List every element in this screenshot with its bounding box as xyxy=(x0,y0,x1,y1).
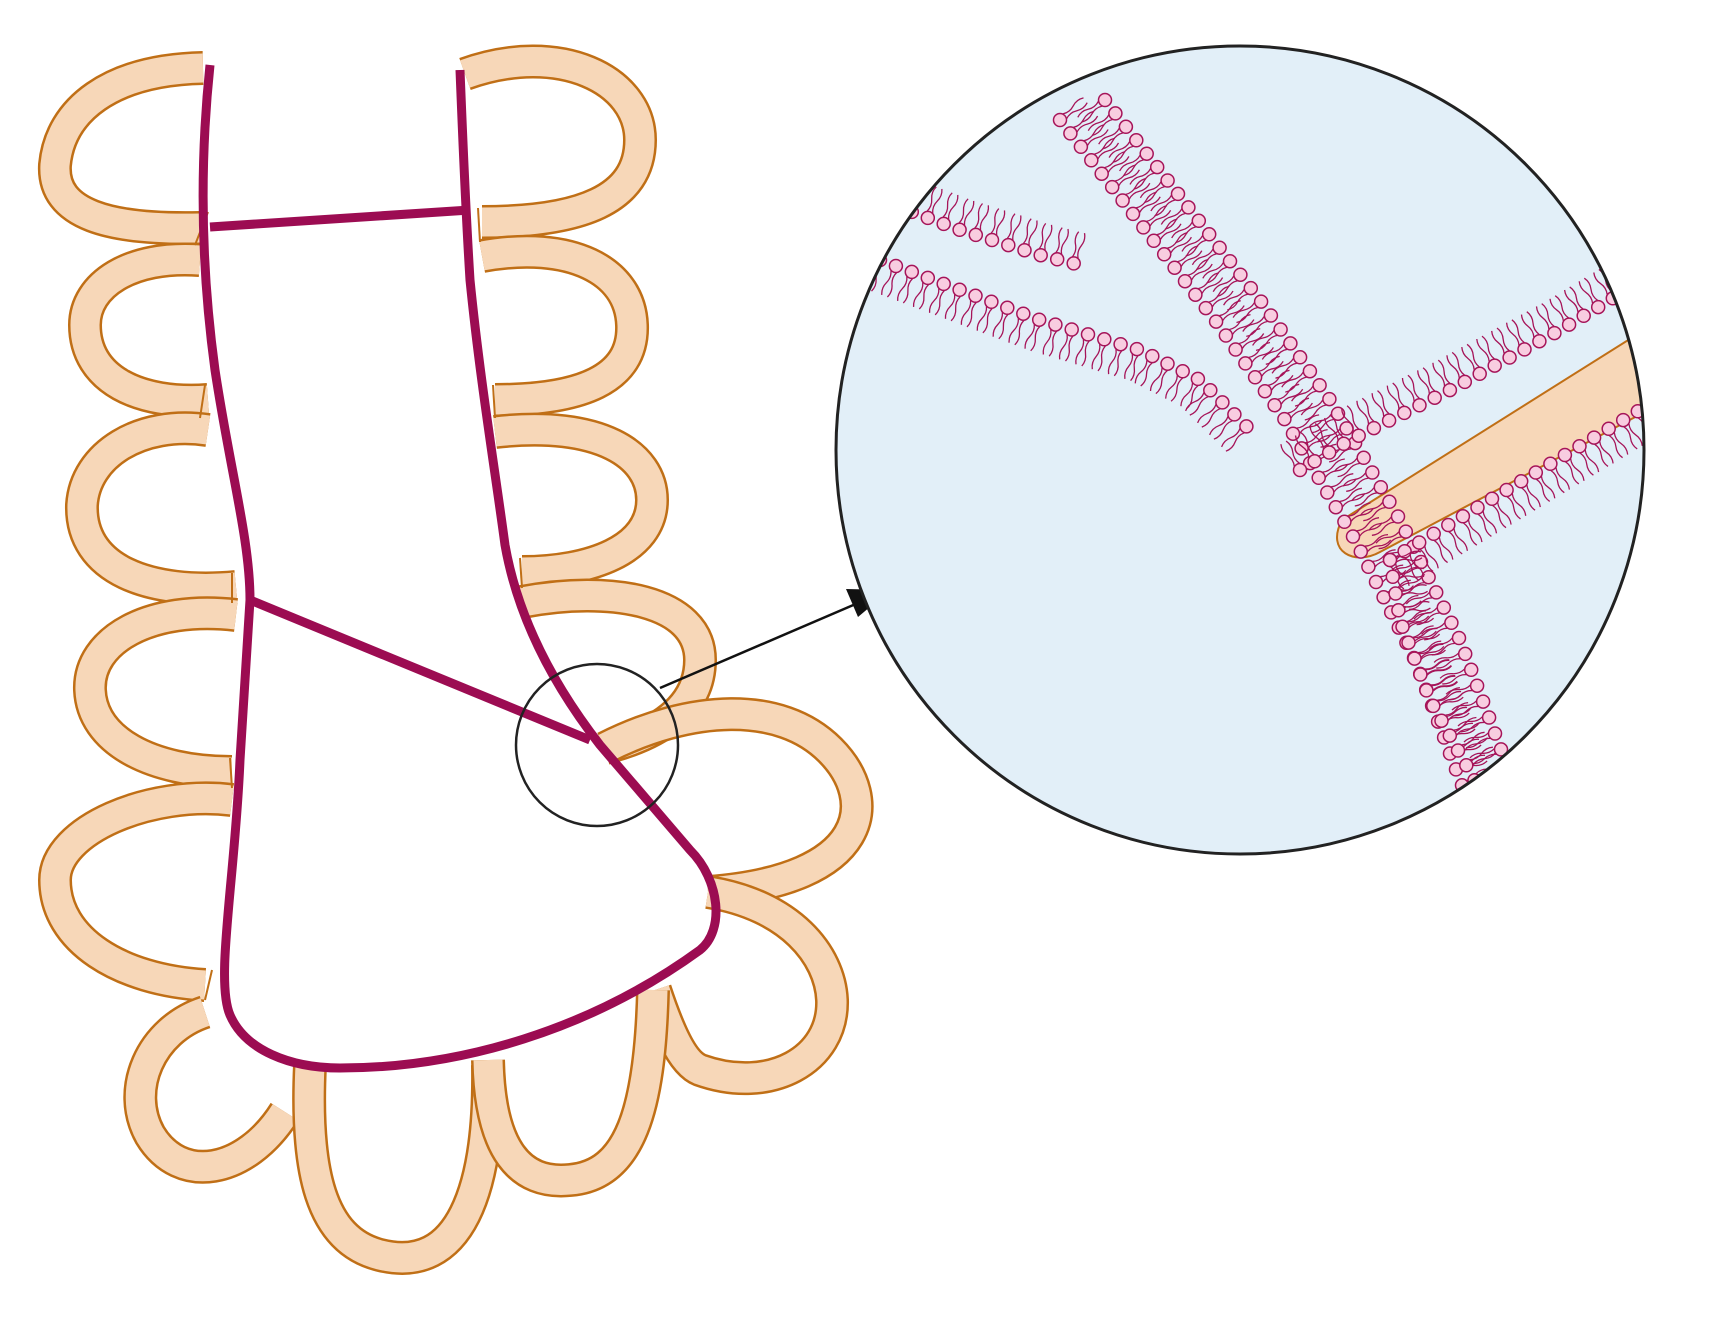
lobe-cap-7 xyxy=(229,757,233,789)
zoomed-lipid-bilayer xyxy=(834,44,1646,856)
branched-membrane-outline xyxy=(198,64,721,1073)
lobe-fill-3 xyxy=(70,244,210,416)
lobe-fill-2 xyxy=(460,47,655,237)
lobe-cap-6 xyxy=(519,557,523,589)
lobe-fill-11 xyxy=(125,998,298,1182)
lobe-fill-6 xyxy=(493,415,667,587)
lobe-cap-4 xyxy=(492,384,496,419)
lobe-cap-3 xyxy=(199,384,206,419)
membrane-segment-1 xyxy=(198,64,721,1073)
leaflet-right-upper xyxy=(1280,242,1644,478)
magnifier-circle xyxy=(514,662,680,828)
lobe-fill-10 xyxy=(598,699,872,907)
zoom-outline xyxy=(834,44,1646,856)
lobe-fill-13 xyxy=(294,1064,503,1273)
lobe-fill-12 xyxy=(641,877,847,1093)
zoom-background xyxy=(836,46,1644,854)
lobe-fill-9 xyxy=(40,784,234,1000)
lobe-fill-1 xyxy=(40,53,204,243)
leaflet-right-lower xyxy=(1382,404,1644,590)
lobed-compartments xyxy=(37,44,874,1275)
lobe-fill-7 xyxy=(75,598,238,787)
lobe-cap-2 xyxy=(477,207,481,243)
membrane-segment-2 xyxy=(209,205,471,232)
lobe-fill-4 xyxy=(479,237,647,415)
lipid-bilayer-layers xyxy=(865,92,1644,825)
lobe-fill-5 xyxy=(67,413,238,603)
membrane-segment-3 xyxy=(248,595,592,745)
lobe-fill-14 xyxy=(473,989,668,1195)
lobe-cap-8 xyxy=(204,969,213,1001)
